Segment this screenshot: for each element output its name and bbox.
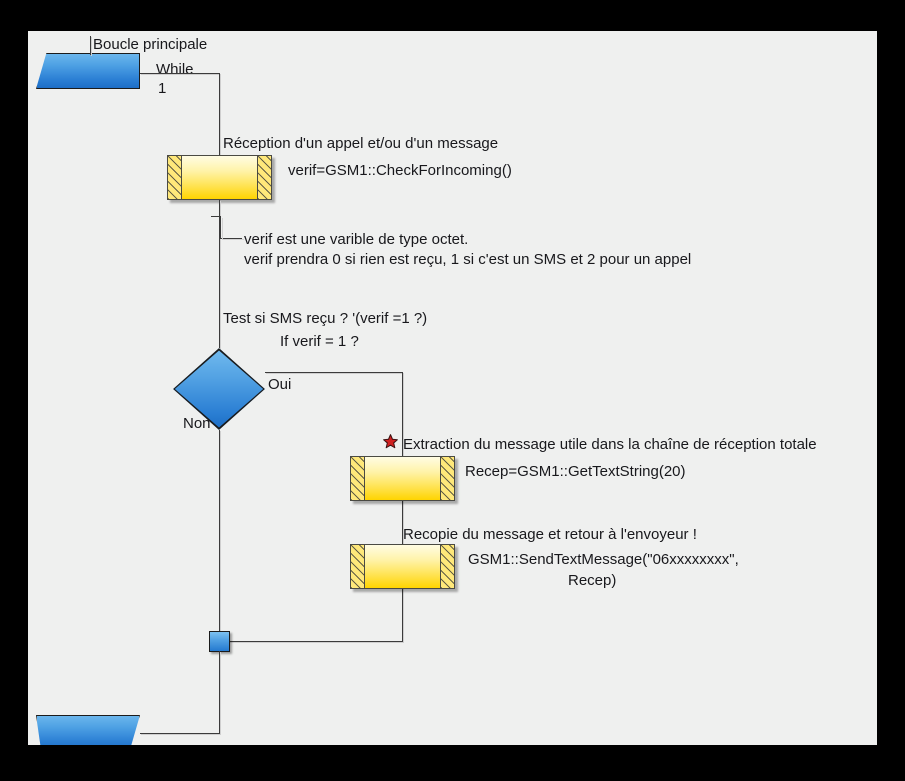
- extract-code-label: Recep=GSM1::GetTextString(20): [465, 463, 686, 480]
- flowchart-canvas[interactable]: Boucle principale While 1 Réception d'un…: [28, 31, 877, 745]
- subroutine-bar-right: [440, 545, 454, 588]
- connector-yes-v: [402, 372, 404, 643]
- connector-recv-to-decision: [219, 200, 221, 349]
- process-block-send-text-message[interactable]: [350, 544, 455, 589]
- extract-comment-label: Extraction du message utile dans la chaî…: [403, 436, 817, 453]
- decision-comment-label: Test si SMS reçu ? '(verif =1 ?): [223, 310, 428, 327]
- loop-while-label: While: [156, 61, 194, 78]
- connector-no-v: [219, 430, 221, 644]
- merge-connector[interactable]: [209, 631, 230, 652]
- decision-no-label: Non: [183, 415, 211, 432]
- loop-condition-label: 1: [158, 80, 167, 97]
- send-code-line-1: GSM1::SendTextMessage("06xxxxxxxx",: [468, 551, 739, 568]
- connector-loop-to-recv-v: [219, 73, 221, 166]
- note-line-2: verif prendra 0 si rien est reçu, 1 si c…: [244, 251, 692, 268]
- send-comment-label: Recopie du message et retour à l'envoyeu…: [403, 526, 697, 543]
- star-icon: [383, 434, 398, 449]
- decision-yes-label: Oui: [268, 376, 292, 393]
- subroutine-bar-left: [351, 457, 365, 500]
- decision-code-label: If verif = 1 ?: [280, 333, 359, 350]
- send-code-line-2: Recep): [568, 572, 617, 589]
- connector-merge-to-end-v: [219, 651, 221, 735]
- process-block-check-incoming[interactable]: [167, 155, 272, 200]
- connector-yes-to-merge: [219, 641, 404, 643]
- recv-comment-label: Réception d'un appel et/ou d'un message: [223, 135, 499, 152]
- note-line-1: verif est une varible de type octet.: [244, 231, 469, 248]
- note-bracket: [211, 216, 244, 240]
- connector-yes-h: [265, 372, 404, 374]
- subroutine-bar-left: [351, 545, 365, 588]
- subroutine-bar-right: [257, 156, 271, 199]
- recv-code-label: verif=GSM1::CheckForIncoming(): [288, 162, 512, 179]
- loop-start-shape[interactable]: [36, 53, 140, 89]
- subroutine-bar-right: [440, 457, 454, 500]
- loop-title-tick: [90, 36, 92, 56]
- loop-title-label: Boucle principale: [93, 36, 208, 53]
- connector-merge-to-end-h: [140, 733, 221, 735]
- connector-loop-to-recv-h: [140, 73, 221, 75]
- loop-end-shape[interactable]: [36, 715, 140, 745]
- process-block-get-text-string[interactable]: [350, 456, 455, 501]
- subroutine-bar-left: [168, 156, 182, 199]
